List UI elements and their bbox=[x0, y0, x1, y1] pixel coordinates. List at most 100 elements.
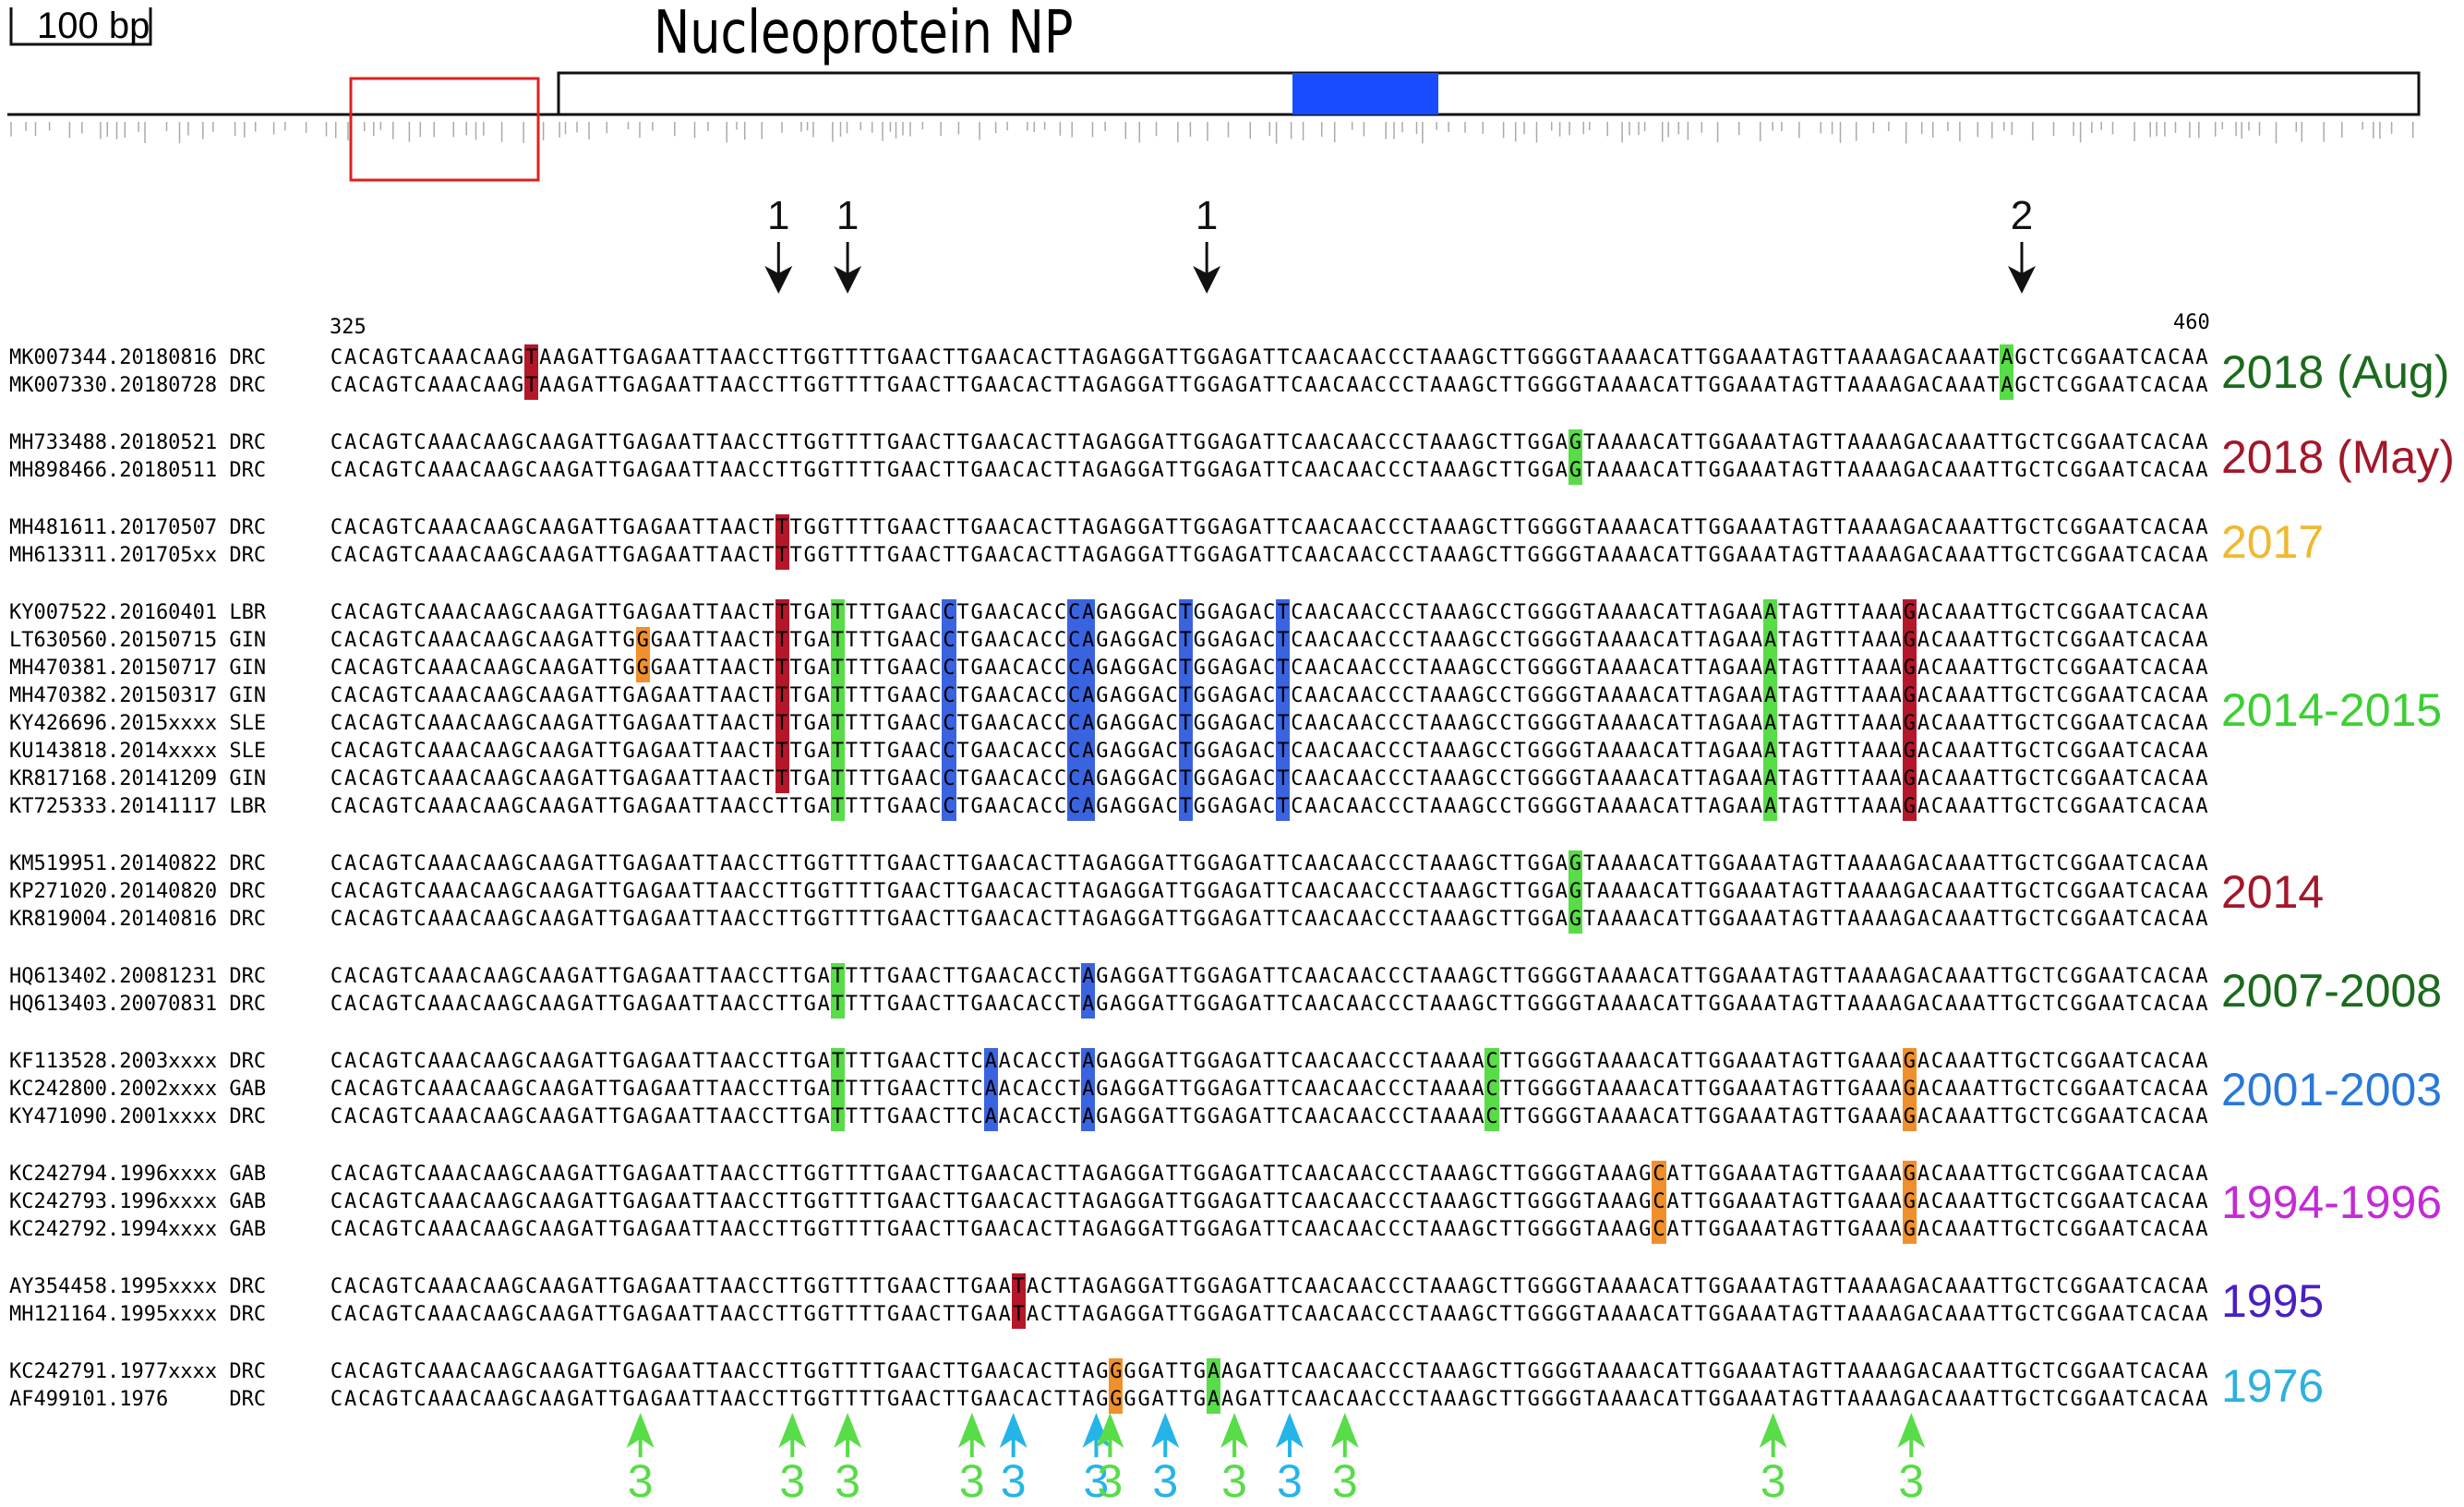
base: G bbox=[567, 852, 580, 875]
substitution-highlight: A bbox=[1206, 1358, 1220, 1386]
base: A bbox=[734, 374, 747, 397]
base: T bbox=[859, 965, 872, 988]
base: C bbox=[358, 544, 371, 567]
base: A bbox=[1346, 1163, 1359, 1186]
base: C bbox=[1012, 544, 1025, 567]
base: C bbox=[1653, 684, 1665, 707]
base: A bbox=[1346, 880, 1359, 903]
base: G bbox=[567, 1360, 580, 1383]
base: A bbox=[1249, 795, 1262, 818]
base: A bbox=[901, 740, 914, 763]
base: T bbox=[2042, 908, 2055, 931]
base: T bbox=[775, 1275, 788, 1298]
base: G bbox=[567, 1105, 580, 1128]
base: C bbox=[748, 629, 761, 652]
base: T bbox=[1833, 459, 1846, 482]
base: G bbox=[1527, 431, 1540, 454]
base: C bbox=[762, 795, 775, 818]
base: T bbox=[691, 1163, 705, 1186]
base: T bbox=[762, 767, 775, 790]
base: A bbox=[915, 1190, 928, 1213]
base: A bbox=[581, 908, 594, 931]
base: T bbox=[789, 1105, 802, 1128]
base: C bbox=[414, 629, 427, 652]
base: A bbox=[734, 1360, 747, 1383]
base: A bbox=[455, 459, 468, 482]
base: A bbox=[2182, 459, 2194, 482]
base: C bbox=[2168, 767, 2181, 790]
base: T bbox=[1582, 852, 1596, 875]
base: T bbox=[1778, 374, 1791, 397]
base: T bbox=[1277, 880, 1290, 903]
base: G bbox=[1137, 1078, 1150, 1101]
base: A bbox=[1611, 908, 1624, 931]
base: A bbox=[1430, 795, 1443, 818]
base: C bbox=[1263, 657, 1276, 680]
bottom-arrow-head bbox=[957, 1413, 986, 1448]
base: T bbox=[2125, 1275, 2139, 1298]
base: C bbox=[1012, 1218, 1025, 1241]
base: G bbox=[1527, 1388, 1540, 1411]
base: A bbox=[1360, 431, 1373, 454]
base: A bbox=[1304, 965, 1317, 988]
base: A bbox=[1346, 1218, 1359, 1241]
substitution-highlight: T bbox=[1178, 766, 1193, 793]
base: A bbox=[720, 601, 733, 624]
substitution-highlight: C bbox=[942, 793, 956, 821]
base: G bbox=[2084, 431, 2097, 454]
base: G bbox=[567, 767, 580, 790]
base: C bbox=[748, 516, 761, 539]
base: G bbox=[1234, 516, 1248, 539]
base: A bbox=[1026, 795, 1040, 818]
base: C bbox=[1401, 1078, 1415, 1101]
base: A bbox=[2111, 374, 2125, 397]
substitution-highlight: T bbox=[830, 599, 845, 627]
bottom-marker-label: 3 bbox=[1221, 1455, 1247, 1507]
base: A bbox=[2111, 1050, 2125, 1073]
base: G bbox=[2070, 795, 2083, 818]
np-domain-block bbox=[1292, 73, 1438, 115]
base: A bbox=[497, 1163, 511, 1186]
base: A bbox=[1889, 852, 1902, 875]
base: C bbox=[469, 1190, 482, 1213]
base: A bbox=[1444, 657, 1457, 680]
base: A bbox=[1458, 712, 1471, 735]
base: A bbox=[427, 1303, 440, 1326]
base: T bbox=[1513, 684, 1526, 707]
base: A bbox=[553, 431, 566, 454]
base: C bbox=[525, 852, 538, 875]
base: T bbox=[400, 1360, 413, 1383]
base: G bbox=[1806, 767, 1819, 790]
base: A bbox=[998, 908, 1011, 931]
substitution-highlight: T bbox=[1178, 682, 1193, 710]
base: T bbox=[1263, 544, 1276, 567]
base: G bbox=[1096, 1360, 1109, 1383]
base: A bbox=[1611, 1190, 1624, 1213]
base: A bbox=[1458, 459, 1471, 482]
base: G bbox=[2084, 1303, 2097, 1326]
base: C bbox=[469, 346, 482, 369]
base: C bbox=[2028, 795, 2041, 818]
base: T bbox=[845, 1360, 859, 1383]
base: T bbox=[943, 1218, 956, 1241]
base: T bbox=[608, 1303, 621, 1326]
base: G bbox=[1124, 601, 1136, 624]
base: G bbox=[567, 880, 580, 903]
base: C bbox=[358, 431, 371, 454]
base: G bbox=[1193, 346, 1206, 369]
base: A bbox=[2182, 767, 2194, 790]
base: C bbox=[2028, 1303, 2041, 1326]
base: T bbox=[706, 1218, 719, 1241]
base: C bbox=[748, 544, 761, 567]
base: T bbox=[859, 657, 872, 680]
base: A bbox=[1597, 684, 1610, 707]
base: G bbox=[1541, 544, 1554, 567]
base: T bbox=[859, 346, 872, 369]
base: T bbox=[400, 1218, 413, 1241]
base: A bbox=[664, 629, 678, 652]
base: C bbox=[1388, 712, 1401, 735]
base: A bbox=[636, 712, 649, 735]
base: T bbox=[2001, 795, 2013, 818]
